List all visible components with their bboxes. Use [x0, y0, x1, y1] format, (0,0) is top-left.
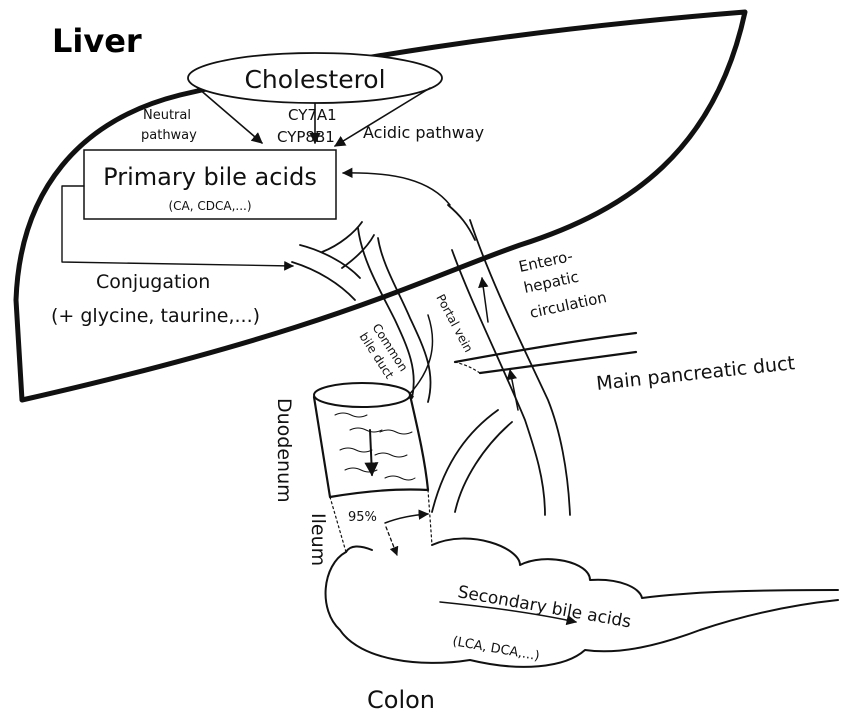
excretion-arrow [386, 527, 397, 555]
colon-label: Colon [367, 686, 435, 714]
cholesterol-label: Cholesterol [244, 65, 385, 94]
secondary-bile-acids-examples: (LCA, DCA,...) [451, 634, 540, 664]
portal-vein-label: Portal vein [433, 292, 475, 355]
enterohepatic-arrow-upper [482, 278, 488, 322]
enzyme-label-2: CYP8B1 [277, 128, 335, 146]
pancreatic-duct-label: Main pancreatic duct [595, 352, 796, 395]
bile-duct-arrow [404, 315, 433, 400]
ileum-label: Ileum [307, 513, 329, 566]
neutral-pathway-label-2: pathway [141, 128, 197, 143]
reabsorption-percent: 95% [348, 510, 377, 525]
primary-bile-acids-title: Primary bile acids [103, 163, 317, 191]
primary-bile-acids-examples: (CA, CDCA,...) [168, 199, 251, 213]
acidic-pathway-label: Acidic pathway [363, 123, 484, 142]
duodenum-flow-arrow [370, 430, 372, 475]
colon-outline [326, 539, 838, 667]
intestine-vessel [432, 410, 512, 512]
return-arrow [343, 173, 450, 205]
liver-title: Liver [52, 22, 142, 60]
bile-duct-left-branch [292, 222, 374, 300]
pancreatic-duct [455, 333, 636, 373]
enzyme-label-1: CY7A1 [288, 106, 337, 124]
duodenum-label: Duodenum [273, 398, 295, 503]
ileum-dotted [330, 490, 432, 552]
pancreatic-duct-dotted [455, 362, 480, 373]
conjugation-title: Conjugation [96, 271, 210, 293]
reabsorption-arrow [385, 514, 428, 523]
conjugation-detail: (+ glycine, taurine,...) [51, 305, 260, 327]
colon-bump [346, 546, 372, 552]
neutral-pathway-label-1: Neutral [143, 108, 191, 123]
duodenum-waves [335, 413, 415, 480]
duodenum-top [314, 383, 410, 407]
common-bile-duct [358, 228, 431, 402]
